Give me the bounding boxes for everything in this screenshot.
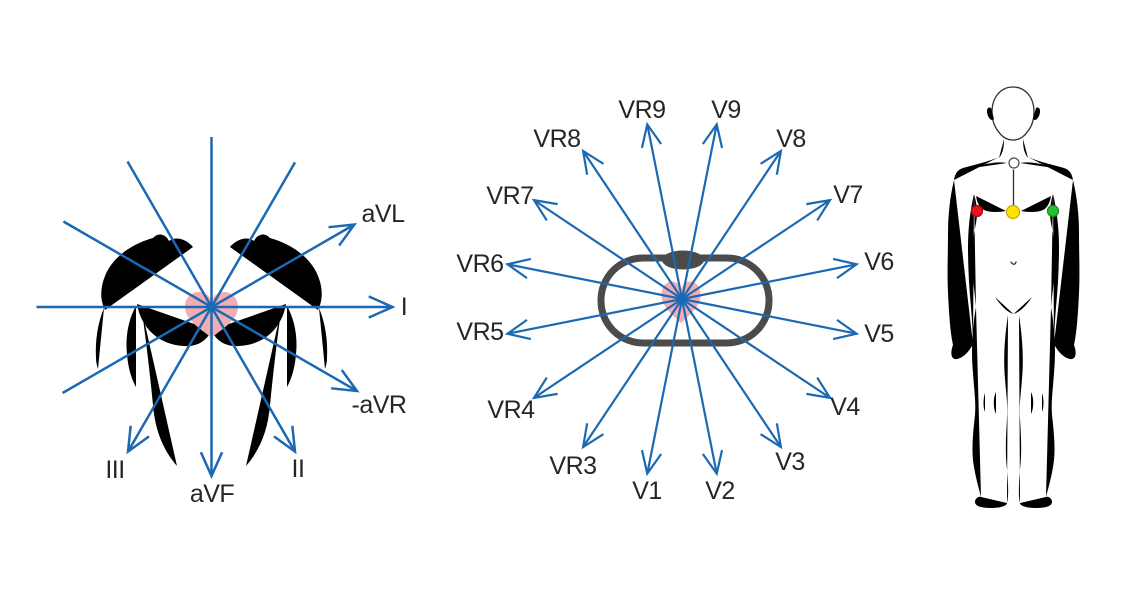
lead-label-II: II xyxy=(292,455,305,483)
lead-label-V9: V9 xyxy=(711,96,741,124)
body-navel-mark xyxy=(1010,261,1017,265)
lead-label-aVF: aVF xyxy=(190,480,235,508)
lead-axis-VR3: VR3 xyxy=(549,298,683,480)
lead-axis-line-VR5 xyxy=(507,297,683,335)
lead-label-V1: V1 xyxy=(632,477,662,505)
lead-axis-VR9: VR9 xyxy=(618,96,684,300)
lead-axis-line-V6 xyxy=(681,263,857,301)
body-outline xyxy=(947,86,1080,508)
lead-axis-V9: V9 xyxy=(680,96,741,300)
lead-axis-III: III xyxy=(105,161,297,484)
lead-axis-VR7: VR7 xyxy=(486,182,683,300)
lead-label-V3: V3 xyxy=(775,448,805,476)
lead-axis-line-V5 xyxy=(681,297,857,335)
lead-label-V2: V2 xyxy=(705,477,735,505)
lead-axis-line-VR3 xyxy=(582,298,683,448)
arrowhead-icon xyxy=(581,423,605,450)
body-head-outline xyxy=(991,86,1035,141)
lead-label-V5: V5 xyxy=(864,320,894,348)
arrowhead-icon xyxy=(640,121,663,149)
arrowhead-icon xyxy=(832,257,860,280)
arrowhead-icon xyxy=(640,449,663,477)
arrowhead-icon xyxy=(531,198,558,222)
left-arm-electrode-green xyxy=(1046,204,1060,218)
lead-axis-V5: V5 xyxy=(681,297,894,348)
arrowhead-icon xyxy=(832,318,860,341)
lead-axis-V6: V6 xyxy=(681,248,894,301)
lead-axis-I: I xyxy=(36,293,408,321)
lead-axis-V3: V3 xyxy=(681,298,805,476)
lead-axis-line-V2 xyxy=(680,298,718,474)
arrowhead-icon xyxy=(759,423,783,450)
arrowhead-icon xyxy=(199,451,224,480)
arrowhead-icon xyxy=(581,148,605,175)
electrodes xyxy=(970,157,1060,220)
arrowhead-icon xyxy=(806,376,833,400)
frontal-plane-diagram: aVL I -aVR II aVF III xyxy=(36,137,408,508)
lead-axis-VR5: VR5 xyxy=(456,297,683,346)
lead-label-V8: V8 xyxy=(776,125,806,153)
vertebra-bump xyxy=(662,250,704,270)
lead-axis--aVR: -aVR xyxy=(62,220,407,419)
lead-axis-line-V1 xyxy=(646,298,684,474)
center-electrode-yellow xyxy=(1005,204,1021,220)
sternal-notch-marker xyxy=(1008,157,1020,169)
arrowhead-icon xyxy=(331,369,360,393)
lead-axis-V4: V4 xyxy=(681,298,861,421)
arrowhead-icon xyxy=(273,425,297,455)
lead-axis-V8: V8 xyxy=(681,125,806,300)
lead-label-VR9: VR9 xyxy=(618,96,665,124)
lead-axis-VR4: VR4 xyxy=(487,298,683,424)
lead-axis-line-V7 xyxy=(681,199,831,300)
arrowhead-icon xyxy=(368,295,396,319)
arrowhead-icon xyxy=(504,318,532,341)
lead-label-III: III xyxy=(105,456,124,484)
arrowhead-icon xyxy=(504,257,532,280)
arrowhead-icon xyxy=(126,425,150,455)
frontal-axes: aVL I -aVR II aVF III xyxy=(36,137,408,508)
lead-label-I: I xyxy=(401,293,407,321)
body-figure-diagram xyxy=(947,86,1080,508)
lead-axis-line-VR7 xyxy=(533,199,683,300)
lead-label-VR4: VR4 xyxy=(487,396,535,424)
lead-axis-line-V8 xyxy=(681,150,782,300)
lead-label-VR3: VR3 xyxy=(549,452,596,480)
lead-axis-line-III xyxy=(126,161,297,453)
lead-label-VR8: VR8 xyxy=(533,125,580,153)
lead-axis-line-V3 xyxy=(681,298,782,448)
lead-axis-line-aVL xyxy=(61,223,356,395)
right-arm-electrode-red xyxy=(970,204,984,218)
arrowhead-icon xyxy=(701,121,724,149)
lead-label--aVR: -aVR xyxy=(352,391,407,419)
arrowhead-icon xyxy=(759,148,783,175)
lead-label-V7: V7 xyxy=(833,181,863,209)
arrowhead-icon xyxy=(701,449,724,477)
lead-label-VR6: VR6 xyxy=(456,250,503,278)
arrowhead-icon xyxy=(328,222,358,247)
lead-label-aVL: aVL xyxy=(362,200,406,228)
lead-label-VR7: VR7 xyxy=(486,182,533,210)
lead-axis-line-VR9 xyxy=(646,124,684,300)
lead-axis-line-VR8 xyxy=(582,150,683,300)
arrowhead-icon xyxy=(806,198,833,222)
lead-axis-VR8: VR8 xyxy=(533,125,683,300)
lead-axis-V1: V1 xyxy=(632,298,684,505)
arrowhead-icon xyxy=(531,376,558,400)
lead-label-VR5: VR5 xyxy=(456,318,503,346)
lead-axis-aVL: aVL xyxy=(61,200,406,395)
lead-label-V6: V6 xyxy=(864,248,894,276)
lead-axis-line-VR4 xyxy=(533,298,683,399)
lead-label-V4: V4 xyxy=(830,393,860,421)
lead-axis-line-VR6 xyxy=(507,263,683,301)
lead-axis-V7: V7 xyxy=(681,181,863,300)
lead-axis-line-V9 xyxy=(680,124,718,300)
lead-axis-VR6: VR6 xyxy=(456,250,683,301)
lead-axis-V2: V2 xyxy=(680,298,735,505)
lead-axis-line-V4 xyxy=(681,298,831,399)
